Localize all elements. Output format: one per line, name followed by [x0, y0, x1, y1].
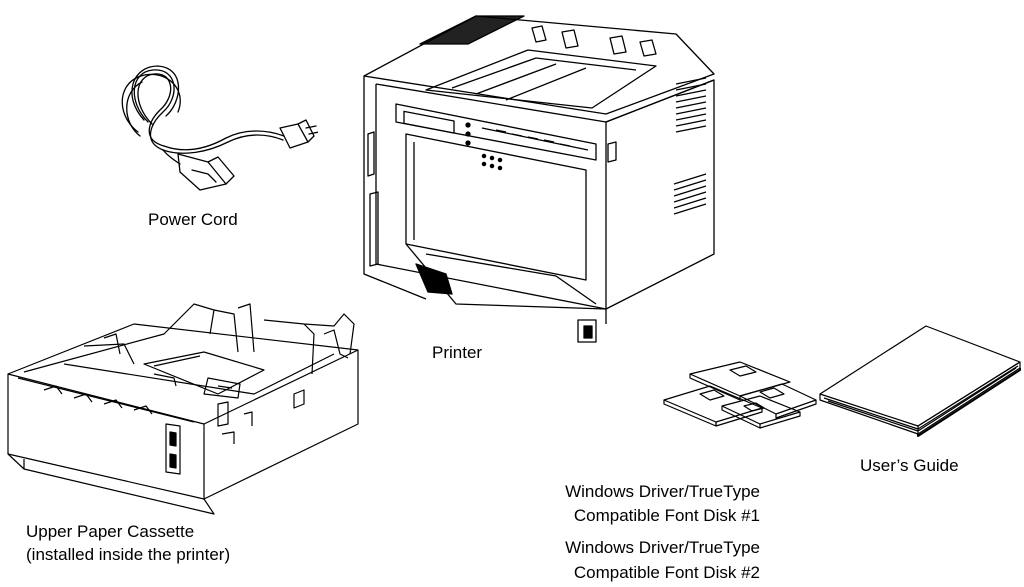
- power-cord-illustration: [108, 62, 318, 192]
- paper-cassette-label-line2: (installed inside the printer): [26, 545, 231, 564]
- disk-label-line2: Compatible Font Disk #1: [573, 506, 760, 525]
- users-guide-label: User’s Guide: [860, 456, 959, 475]
- printer-illustration: [356, 4, 728, 348]
- power-cord-label: Power Cord: [148, 210, 238, 229]
- paper-cassette-illustration: [4, 294, 364, 518]
- disk-label-line4: Compatible Font Disk #2: [573, 563, 760, 582]
- printer-label: Printer: [432, 343, 483, 362]
- disk-label-line1: Windows Driver/TrueType: [565, 482, 760, 501]
- users-guide-illustration: [814, 322, 1024, 440]
- paper-cassette-label-line1: Upper Paper Cassette: [26, 522, 195, 541]
- floppy-disks-illustration: [660, 360, 820, 430]
- disk-label-line3: Windows Driver/TrueType: [565, 538, 760, 557]
